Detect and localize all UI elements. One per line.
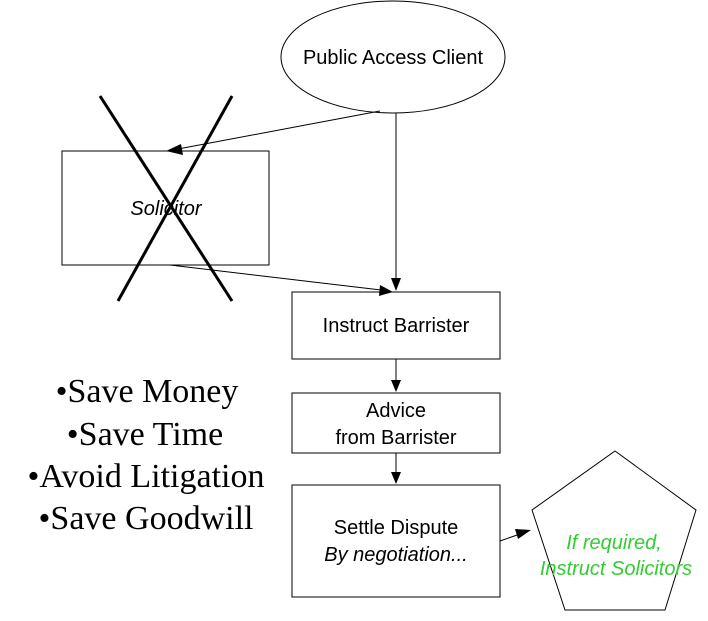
cross-stroke-1 (98, 95, 234, 302)
instruct-solicitors-pentagon (531, 450, 697, 611)
advice-box (291, 392, 501, 454)
instruct-solicitors-label-line1: If required, (566, 532, 662, 554)
solicitor-box (61, 150, 270, 266)
benefit-item: •Save Money (56, 373, 239, 410)
connector-client-to-barrister (391, 113, 401, 291)
benefit-item: •Avoid Litigation (28, 458, 265, 495)
client-node: Public Access Client (280, 0, 506, 114)
settle-dispute-box (291, 484, 501, 598)
arrowhead (391, 472, 401, 484)
instruct-barrister-box (291, 291, 501, 360)
benefits-list: •Save Money •Save Time •Avoid Litigation… (28, 373, 265, 537)
instruct-solicitors-node: If required, Instruct Solicitors (531, 450, 697, 611)
arrowhead (391, 380, 401, 392)
client-ellipse (280, 0, 506, 114)
connector-client-to-solicitor (166, 110, 381, 155)
settle-dispute-label-line2: By negotiation... (324, 544, 467, 566)
settle-dispute-label-line1: Settle Dispute (334, 517, 459, 539)
cross-stroke-2 (116, 95, 234, 302)
arrowhead (166, 144, 183, 155)
advice-node: Advice from Barrister (291, 392, 501, 454)
connector-advice-to-settle (391, 453, 401, 484)
benefit-item: •Save Goodwill (39, 500, 254, 537)
instruct-barrister-node: Instruct Barrister (291, 291, 501, 360)
benefit-item: •Save Time (67, 416, 223, 453)
connector-settle-to-solicitors (499, 529, 531, 542)
connector-barrister-to-advice (391, 359, 401, 392)
advice-label-line1: Advice (366, 400, 426, 422)
solicitor-node: Solicitor (61, 95, 270, 302)
solicitor-label: Solicitor (130, 198, 202, 220)
arrowhead (515, 529, 531, 539)
instruct-solicitors-label-line2: Instruct Solicitors (540, 558, 692, 580)
client-label: Public Access Client (303, 47, 484, 69)
connector-solicitor-to-barrister (169, 264, 393, 296)
advice-label-line2: from Barrister (335, 427, 456, 449)
arrowhead (391, 278, 401, 291)
instruct-barrister-label: Instruct Barrister (323, 315, 470, 337)
settle-dispute-node: Settle Dispute By negotiation... (291, 484, 501, 598)
arrowhead (379, 285, 393, 296)
